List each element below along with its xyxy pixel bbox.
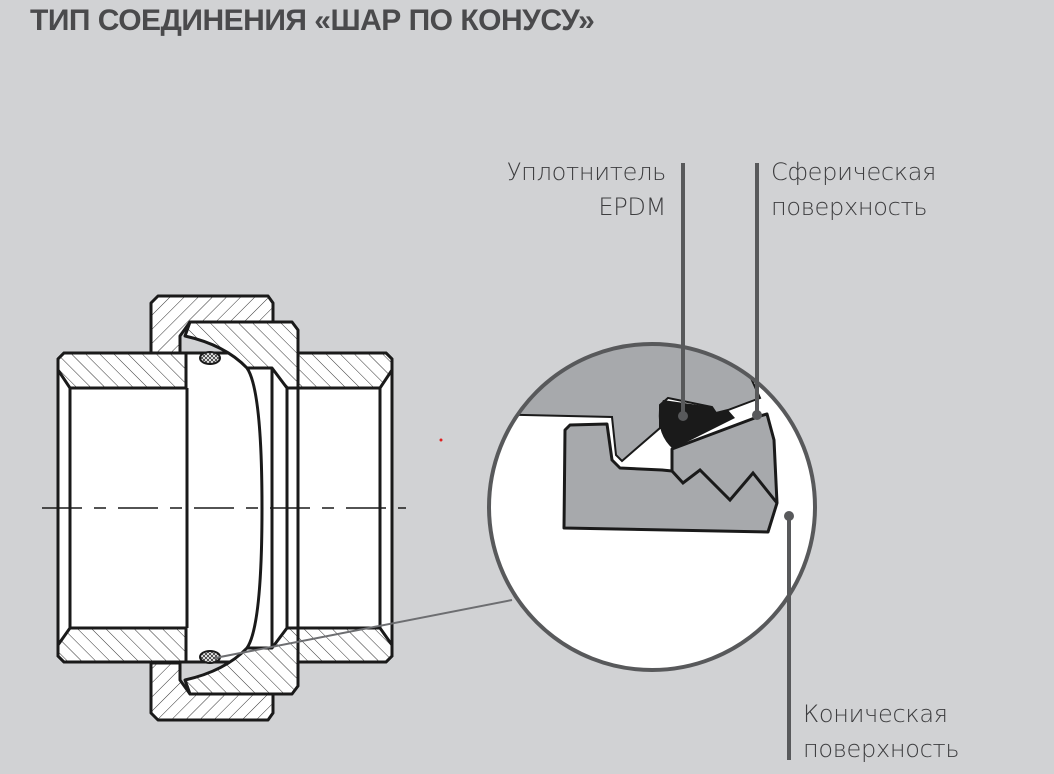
- label-line: EPDM: [598, 193, 666, 221]
- body-bottom-wall: [56, 626, 188, 664]
- body-top-wall: [56, 351, 188, 390]
- epdm-seal: [658, 400, 735, 449]
- leader-seal: [678, 163, 688, 421]
- detail-pointer-line: [214, 599, 513, 659]
- label-spherical-surface: Сферическая поверхность: [771, 155, 936, 225]
- label-line: Сферическая: [771, 158, 937, 186]
- label-line: поверхность: [771, 193, 928, 221]
- nut-top: [149, 294, 275, 355]
- nut-bottom: [149, 661, 275, 722]
- label-line: Коническая: [803, 700, 948, 728]
- label-conical-surface: Коническая поверхность: [803, 697, 960, 767]
- label-epdm-seal: Уплотнитель EPDM: [507, 155, 666, 225]
- detail-magnifier: [487, 342, 817, 672]
- spherical-end: [245, 367, 264, 649]
- label-line: Уплотнитель: [506, 158, 666, 186]
- body-top-wall-right: [296, 351, 394, 390]
- leader-sphere: [752, 163, 762, 420]
- red-dot: [439, 438, 443, 442]
- label-line: поверхность: [803, 735, 960, 763]
- thread-line: [670, 468, 779, 504]
- seal-ring-top: [199, 351, 221, 365]
- page-title: ТИП СОЕДИНЕНИЯ «ШАР ПО КОНУСУ»: [30, 4, 595, 37]
- leader-cone: [784, 511, 794, 760]
